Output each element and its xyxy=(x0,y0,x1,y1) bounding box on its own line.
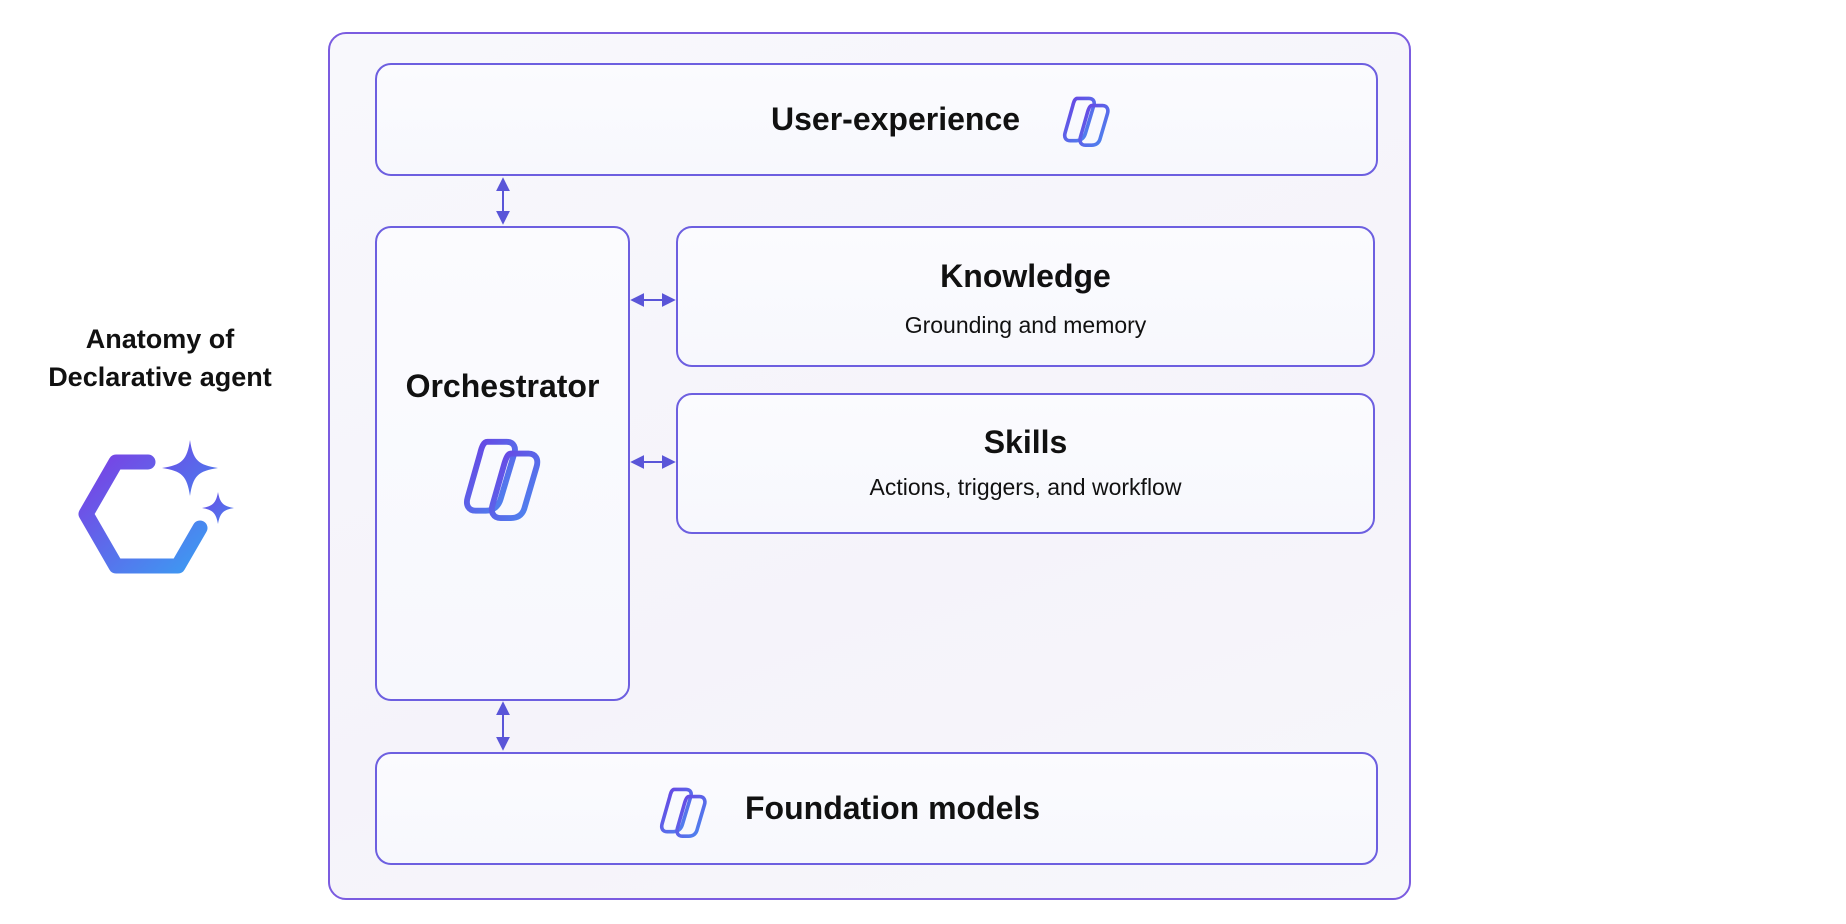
copilot-icon xyxy=(459,433,554,521)
user-experience-box: User-experience xyxy=(375,63,1378,176)
skills-title: Skills xyxy=(983,424,1068,460)
orchestrator-box: Orchestrator xyxy=(375,226,630,701)
diagram-caption: Anatomy of Declarative agent xyxy=(20,320,300,396)
caption-line-1: Anatomy of xyxy=(85,324,235,354)
copilot-icon xyxy=(657,784,715,838)
skills-box: Skills Actions, triggers, and workflow xyxy=(676,393,1375,534)
copilot-icon xyxy=(1060,93,1118,147)
user-experience-title: User-experience xyxy=(771,101,1021,137)
caption-line-2: Declarative agent xyxy=(48,362,272,392)
foundation-models-title: Foundation models xyxy=(745,790,1041,826)
knowledge-title: Knowledge xyxy=(940,258,1111,294)
skills-subtitle: Actions, triggers, and workflow xyxy=(869,474,1182,500)
agent-hexagon-sparkle-icon xyxy=(78,440,234,574)
knowledge-box: Knowledge Grounding and memory xyxy=(676,226,1375,367)
orchestrator-title: Orchestrator xyxy=(405,368,600,404)
foundation-models-box: Foundation models xyxy=(375,752,1378,865)
knowledge-subtitle: Grounding and memory xyxy=(904,312,1147,338)
